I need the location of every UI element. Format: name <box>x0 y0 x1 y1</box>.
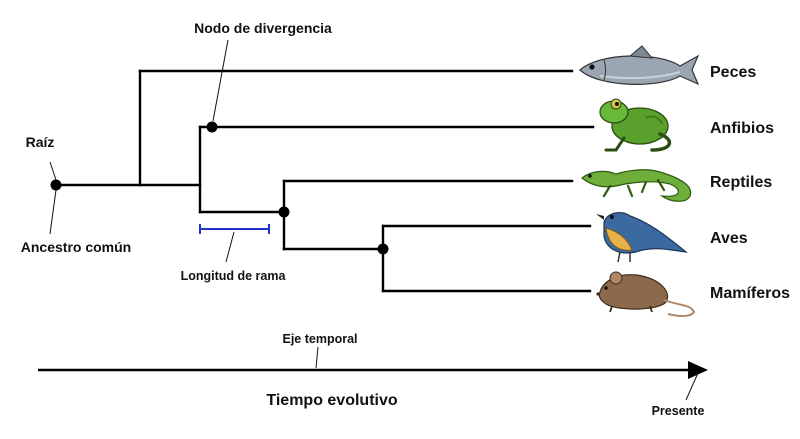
time-axis-label: Eje temporal <box>282 332 357 346</box>
divergence-node-label: Nodo de divergencia <box>194 20 332 36</box>
taxon-name-aves: Aves <box>710 230 748 247</box>
branch-length-scale-bar <box>199 224 270 234</box>
present-leader <box>685 372 699 401</box>
root-label: Raíz <box>26 134 55 150</box>
time-axis-leader <box>315 346 319 369</box>
taxon-name-mamiferos: Mamíferos <box>710 285 790 302</box>
present-label: Presente <box>652 404 705 418</box>
frog-icon <box>599 98 672 152</box>
bird-icon <box>596 212 689 263</box>
lizard-icon <box>581 169 692 202</box>
divergence-node <box>206 121 218 133</box>
branch-length-leader <box>225 231 235 263</box>
bird-mammal-node <box>377 243 389 255</box>
time-axis <box>38 361 708 379</box>
fish-icon <box>579 45 700 86</box>
taxon-name-peces: Peces <box>710 64 756 81</box>
branch-length-label: Longitud de rama <box>181 269 287 283</box>
tree-branches <box>54 69 595 293</box>
ancestor-leader <box>49 189 57 235</box>
taxon-name-anfibios: Anfibios <box>710 120 774 137</box>
common-ancestor-label: Ancestro común <box>21 239 131 255</box>
evolutionary-time-label: Tiempo evolutivo <box>266 392 398 409</box>
divergence-leader <box>212 39 229 122</box>
taxon-name-reptiles: Reptiles <box>710 174 772 191</box>
root-leader <box>49 161 57 181</box>
root-node <box>50 179 62 191</box>
amniote-node <box>278 206 290 218</box>
mouse-icon <box>596 271 696 317</box>
